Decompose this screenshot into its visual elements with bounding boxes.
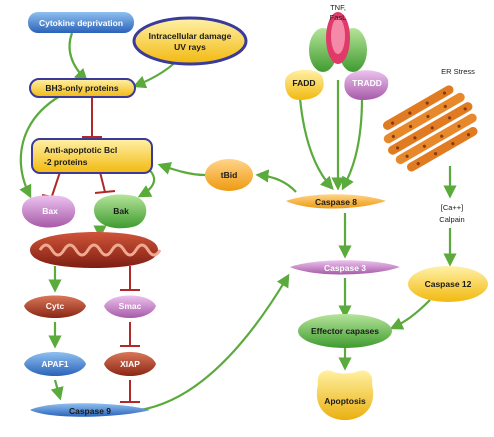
bax-node: Bax (22, 195, 76, 228)
caspase9-node: Caspase 9 (30, 403, 150, 417)
er-stress-label: ER Stress (441, 67, 475, 76)
endoplasmic-reticulum-icon (383, 85, 478, 172)
tradd-label: TRADD (352, 78, 382, 88)
arrow-apaf1-to-casp9 (50, 379, 64, 401)
inhibit-anti-to-bak (99, 171, 106, 193)
cytokine-deprivation-node: Cytokine deprivation (28, 12, 134, 33)
caspase12-node: Caspase 12 (408, 266, 488, 302)
arrow-casp8-to-tbid (255, 169, 297, 193)
bak-node: Bak (94, 194, 147, 229)
fadd-label: FADD (292, 78, 315, 88)
arrow-cytokine-to-bh3 (68, 32, 88, 82)
caspase9-label: Caspase 9 (69, 406, 111, 416)
cytokine-deprivation-label: Cytokine deprivation (39, 18, 123, 28)
bh3-only-proteins-label: BH3-only proteins (45, 83, 118, 93)
arrow-casp12-to-effector (389, 299, 431, 330)
bh3-only-proteins-node: BH3-only proteins (29, 78, 136, 98)
fasl-label: FasL (330, 13, 347, 22)
xiap-label: XIAP (120, 359, 140, 369)
intracellular-damage-node: Intracellular damage UV rays (132, 16, 248, 66)
smac-label: Smac (119, 301, 142, 311)
caspase8-node: Caspase 8 (286, 194, 386, 209)
apaf1-node: APAF1 (24, 352, 86, 376)
caspase3-node: Caspase 3 (290, 260, 400, 275)
arrow-bh3-to-bax (19, 95, 61, 199)
tradd-node: TRADD (344, 70, 389, 100)
intracellular-damage-label-2: UV rays (174, 42, 206, 52)
effector-caspases-node: Effector capases (298, 314, 392, 348)
cytc-label: Cytc (46, 301, 65, 311)
caspase8-label: Caspase 8 (315, 197, 357, 207)
anti-apoptotic-label-1: Anti-apoptotic Bcl (44, 145, 117, 155)
xiap-node: XIAP (104, 352, 156, 376)
inhibit-anti-to-bak-bar (94, 190, 116, 194)
intracellular-damage-label-1: Intracellular damage (149, 31, 232, 41)
calpain-label: Calpain (439, 215, 464, 224)
mitochondrion-icon (30, 232, 162, 268)
caspase3-label: Caspase 3 (324, 263, 366, 273)
tbid-node: tBid (205, 159, 253, 191)
arrow-fadd-to-casp8 (298, 97, 334, 190)
apaf1-label: APAF1 (41, 359, 69, 369)
bak-label: Bak (113, 206, 129, 216)
calcium-label: [Ca++] (441, 203, 464, 212)
activation-arrows (19, 32, 457, 412)
cytc-node: Cytc (24, 295, 86, 318)
anti-apoptotic-bcl2-node: Anti-apoptotic Bcl -2 proteins (31, 138, 153, 174)
anti-apoptotic-label-2: -2 proteins (44, 157, 88, 167)
smac-node: Smac (104, 295, 156, 318)
arrow-tbid-to-anti (157, 162, 206, 177)
effector-caspases-label: Effector capases (311, 326, 379, 336)
tnf-label: TNF, (330, 3, 346, 12)
apoptosis-node: Apoptosis (316, 370, 374, 420)
arrow-tradd-to-casp8 (341, 97, 364, 191)
inhibit-anti-to-bax (51, 171, 61, 197)
tbid-label: tBid (221, 170, 238, 180)
fadd-node: FADD (285, 69, 324, 100)
death-receptor-icon (309, 12, 367, 72)
arrow-casp9-to-casp3 (139, 273, 290, 412)
bax-label: Bax (42, 206, 58, 216)
apoptosis-label: Apoptosis (324, 396, 366, 406)
caspase12-label: Caspase 12 (425, 279, 472, 289)
